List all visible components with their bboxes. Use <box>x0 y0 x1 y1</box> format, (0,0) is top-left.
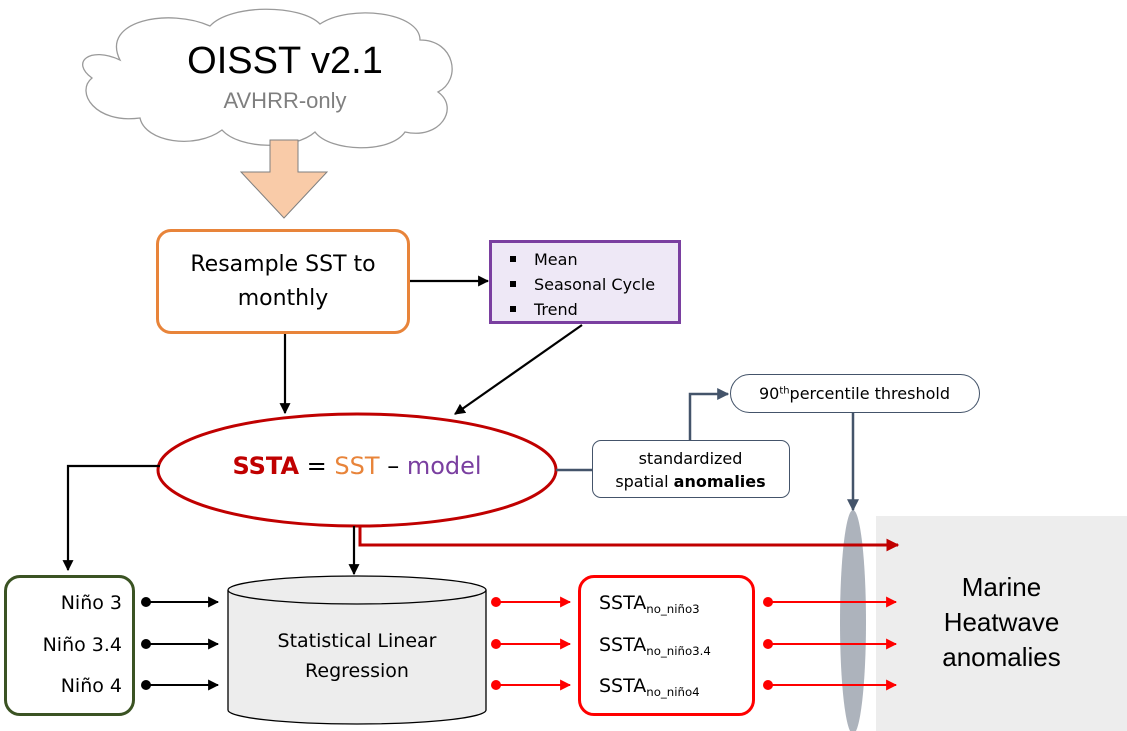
residual-no-nino34: SSTAno_niño3.4 <box>599 634 711 659</box>
nino-34-label: Niño 3.4 <box>42 634 122 656</box>
down-arrow-icon <box>239 139 329 219</box>
standardized-line-2: spatial anomalies <box>615 472 766 491</box>
regression-cylinder <box>227 590 487 725</box>
standardized-line-1: standardized <box>638 449 743 468</box>
source-subtitle: AVHRR-only <box>223 88 347 113</box>
threshold-label: 90thpercentile threshold <box>759 384 950 403</box>
model-components-box: Mean Seasonal Cycle Trend <box>489 240 681 324</box>
output-line-2: Heatwave <box>943 607 1060 637</box>
residual-anomalies-box: SSTAno_niño3 SSTAno_niño3.4 SSTAno_niño4 <box>578 575 755 716</box>
residual-to-output-arrows <box>763 596 898 691</box>
regression-line-1: Statistical Linear <box>277 630 437 652</box>
output-panel-bg <box>876 516 1127 731</box>
nino-to-regression-arrows <box>141 596 220 691</box>
regression-to-residual-arrows <box>491 596 572 691</box>
output-line-3: anomalies <box>942 642 1061 672</box>
standardized-anomalies-box: standardized spatial anomalies <box>592 440 790 498</box>
ssta-label: SSTA <box>232 452 300 480</box>
component-mean: Mean <box>506 247 678 272</box>
model-components-list: Mean Seasonal Cycle Trend <box>506 247 678 322</box>
arrow-components-to-ssta <box>454 324 583 415</box>
source-title: OISST v2.1 <box>187 40 383 82</box>
arrow-ssta-to-output <box>358 526 900 552</box>
component-trend: Trend <box>506 297 678 322</box>
arrow-ssta-to-nino <box>62 464 160 572</box>
nino-indices-box: Niño 3 Niño 3.4 Niño 4 <box>4 575 135 716</box>
ssta-sst: SST <box>334 452 380 480</box>
resample-line-1: Resample SST to <box>190 252 376 277</box>
nino-3-label: Niño 3 <box>60 592 122 614</box>
output-line-1: Marine <box>961 572 1042 602</box>
ssta-model: model <box>406 452 482 480</box>
component-seasonal-cycle: Seasonal Cycle <box>506 272 678 297</box>
ssta-minus: – <box>387 452 400 480</box>
ssta-equation: SSTA = SST – model <box>158 452 556 480</box>
arrow-standardized-to-threshold <box>688 388 730 440</box>
nino-4-label: Niño 4 <box>60 675 122 697</box>
regression-line-2: Regression <box>305 660 409 682</box>
residual-no-nino3: SSTAno_niño3 <box>599 592 700 617</box>
regression-cylinder-top <box>227 575 487 605</box>
ssta-equals: = <box>306 452 327 480</box>
threshold-box: 90thpercentile threshold <box>730 374 980 413</box>
resample-line-2: monthly <box>237 286 329 311</box>
residual-no-nino4: SSTAno_niño4 <box>599 675 700 700</box>
cloud-shape <box>82 8 453 149</box>
resample-box: Resample SST to monthly <box>156 229 410 334</box>
aggregation-gate <box>840 510 866 731</box>
